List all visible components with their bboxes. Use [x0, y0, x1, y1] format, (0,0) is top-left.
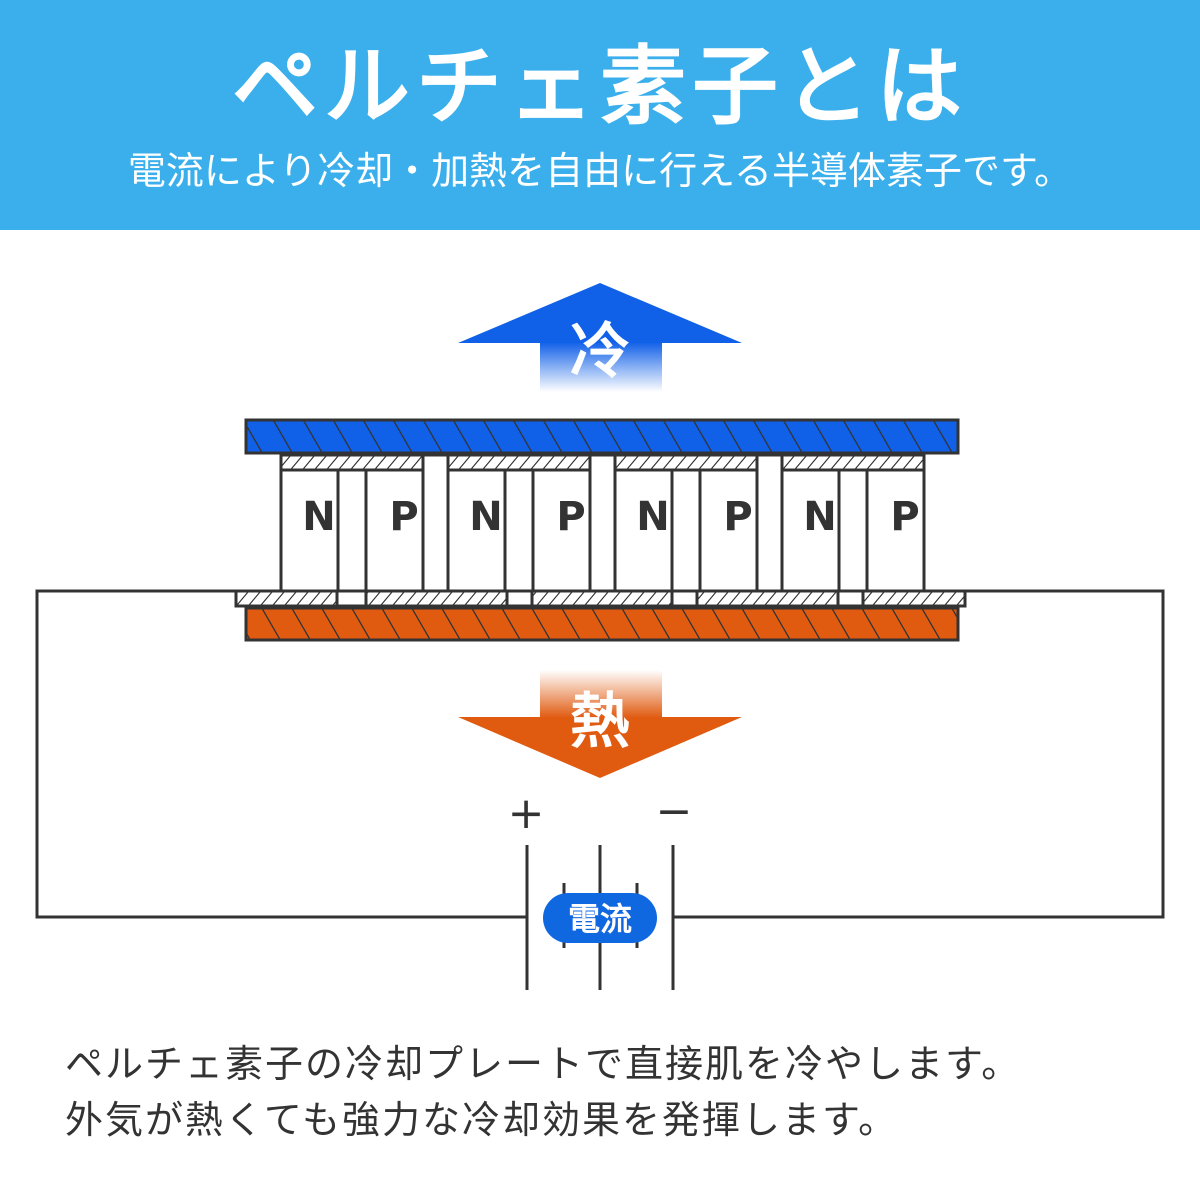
heat-label: 熱 — [570, 687, 630, 757]
semiconductor-leg-n — [613, 468, 674, 593]
minus-terminal: − — [656, 786, 693, 837]
semiconductor-leg-p — [865, 468, 926, 593]
leg-label: N — [636, 494, 669, 540]
leg-label: N — [803, 494, 836, 540]
cold-label: 冷 — [570, 317, 630, 387]
leg-gap — [502, 468, 535, 593]
semiconductor-leg-n — [279, 468, 340, 593]
circuit-wire — [35, 589, 1165, 919]
current-badge — [543, 893, 657, 943]
semiconductor-leg-n — [446, 468, 507, 593]
leg-label: N — [302, 494, 335, 540]
semiconductor-leg-p — [531, 468, 592, 593]
description-line-2: 外気が熱くても強力な冷却効果を発揮します。 — [65, 1098, 899, 1142]
leg-gap — [669, 468, 702, 593]
header-banner: ペルチェ素子とは 電流により冷却・加熱を自由に行える半導体素子です。 — [0, 0, 1200, 230]
semiconductor-leg-n — [780, 468, 841, 593]
bottom-gap — [335, 589, 368, 608]
spacer — [755, 453, 784, 593]
page-title: ペルチェ素子とは — [232, 37, 968, 137]
cold-arrow: 冷 — [458, 283, 742, 392]
spacer — [588, 453, 617, 593]
leg-gap — [335, 468, 368, 593]
semiconductor-leg-p — [698, 468, 759, 593]
plus-terminal: + — [508, 788, 545, 839]
leg-label: P — [723, 494, 752, 540]
current-label: 電流 — [568, 900, 632, 938]
leg-label: N — [469, 494, 502, 540]
leg-gap — [836, 468, 869, 593]
heat-arrow: 熱 — [458, 670, 742, 778]
semiconductor-leg-p — [364, 468, 425, 593]
leg-label: P — [556, 494, 585, 540]
bottom-gap — [505, 589, 534, 608]
page-subtitle: 電流により冷却・加熱を自由に行える半導体素子です。 — [127, 149, 1073, 193]
spacer — [421, 453, 450, 593]
bottom-gap — [670, 589, 699, 608]
leg-label: P — [389, 494, 418, 540]
leg-label: P — [890, 494, 919, 540]
description: ペルチェ素子の冷却プレートで直接肌を冷やします。 外気が熱くても強力な冷却効果を… — [65, 1036, 1021, 1148]
description-line-1: ペルチェ素子の冷却プレートで直接肌を冷やします。 — [65, 1042, 1022, 1086]
bottom-gap — [836, 589, 865, 608]
